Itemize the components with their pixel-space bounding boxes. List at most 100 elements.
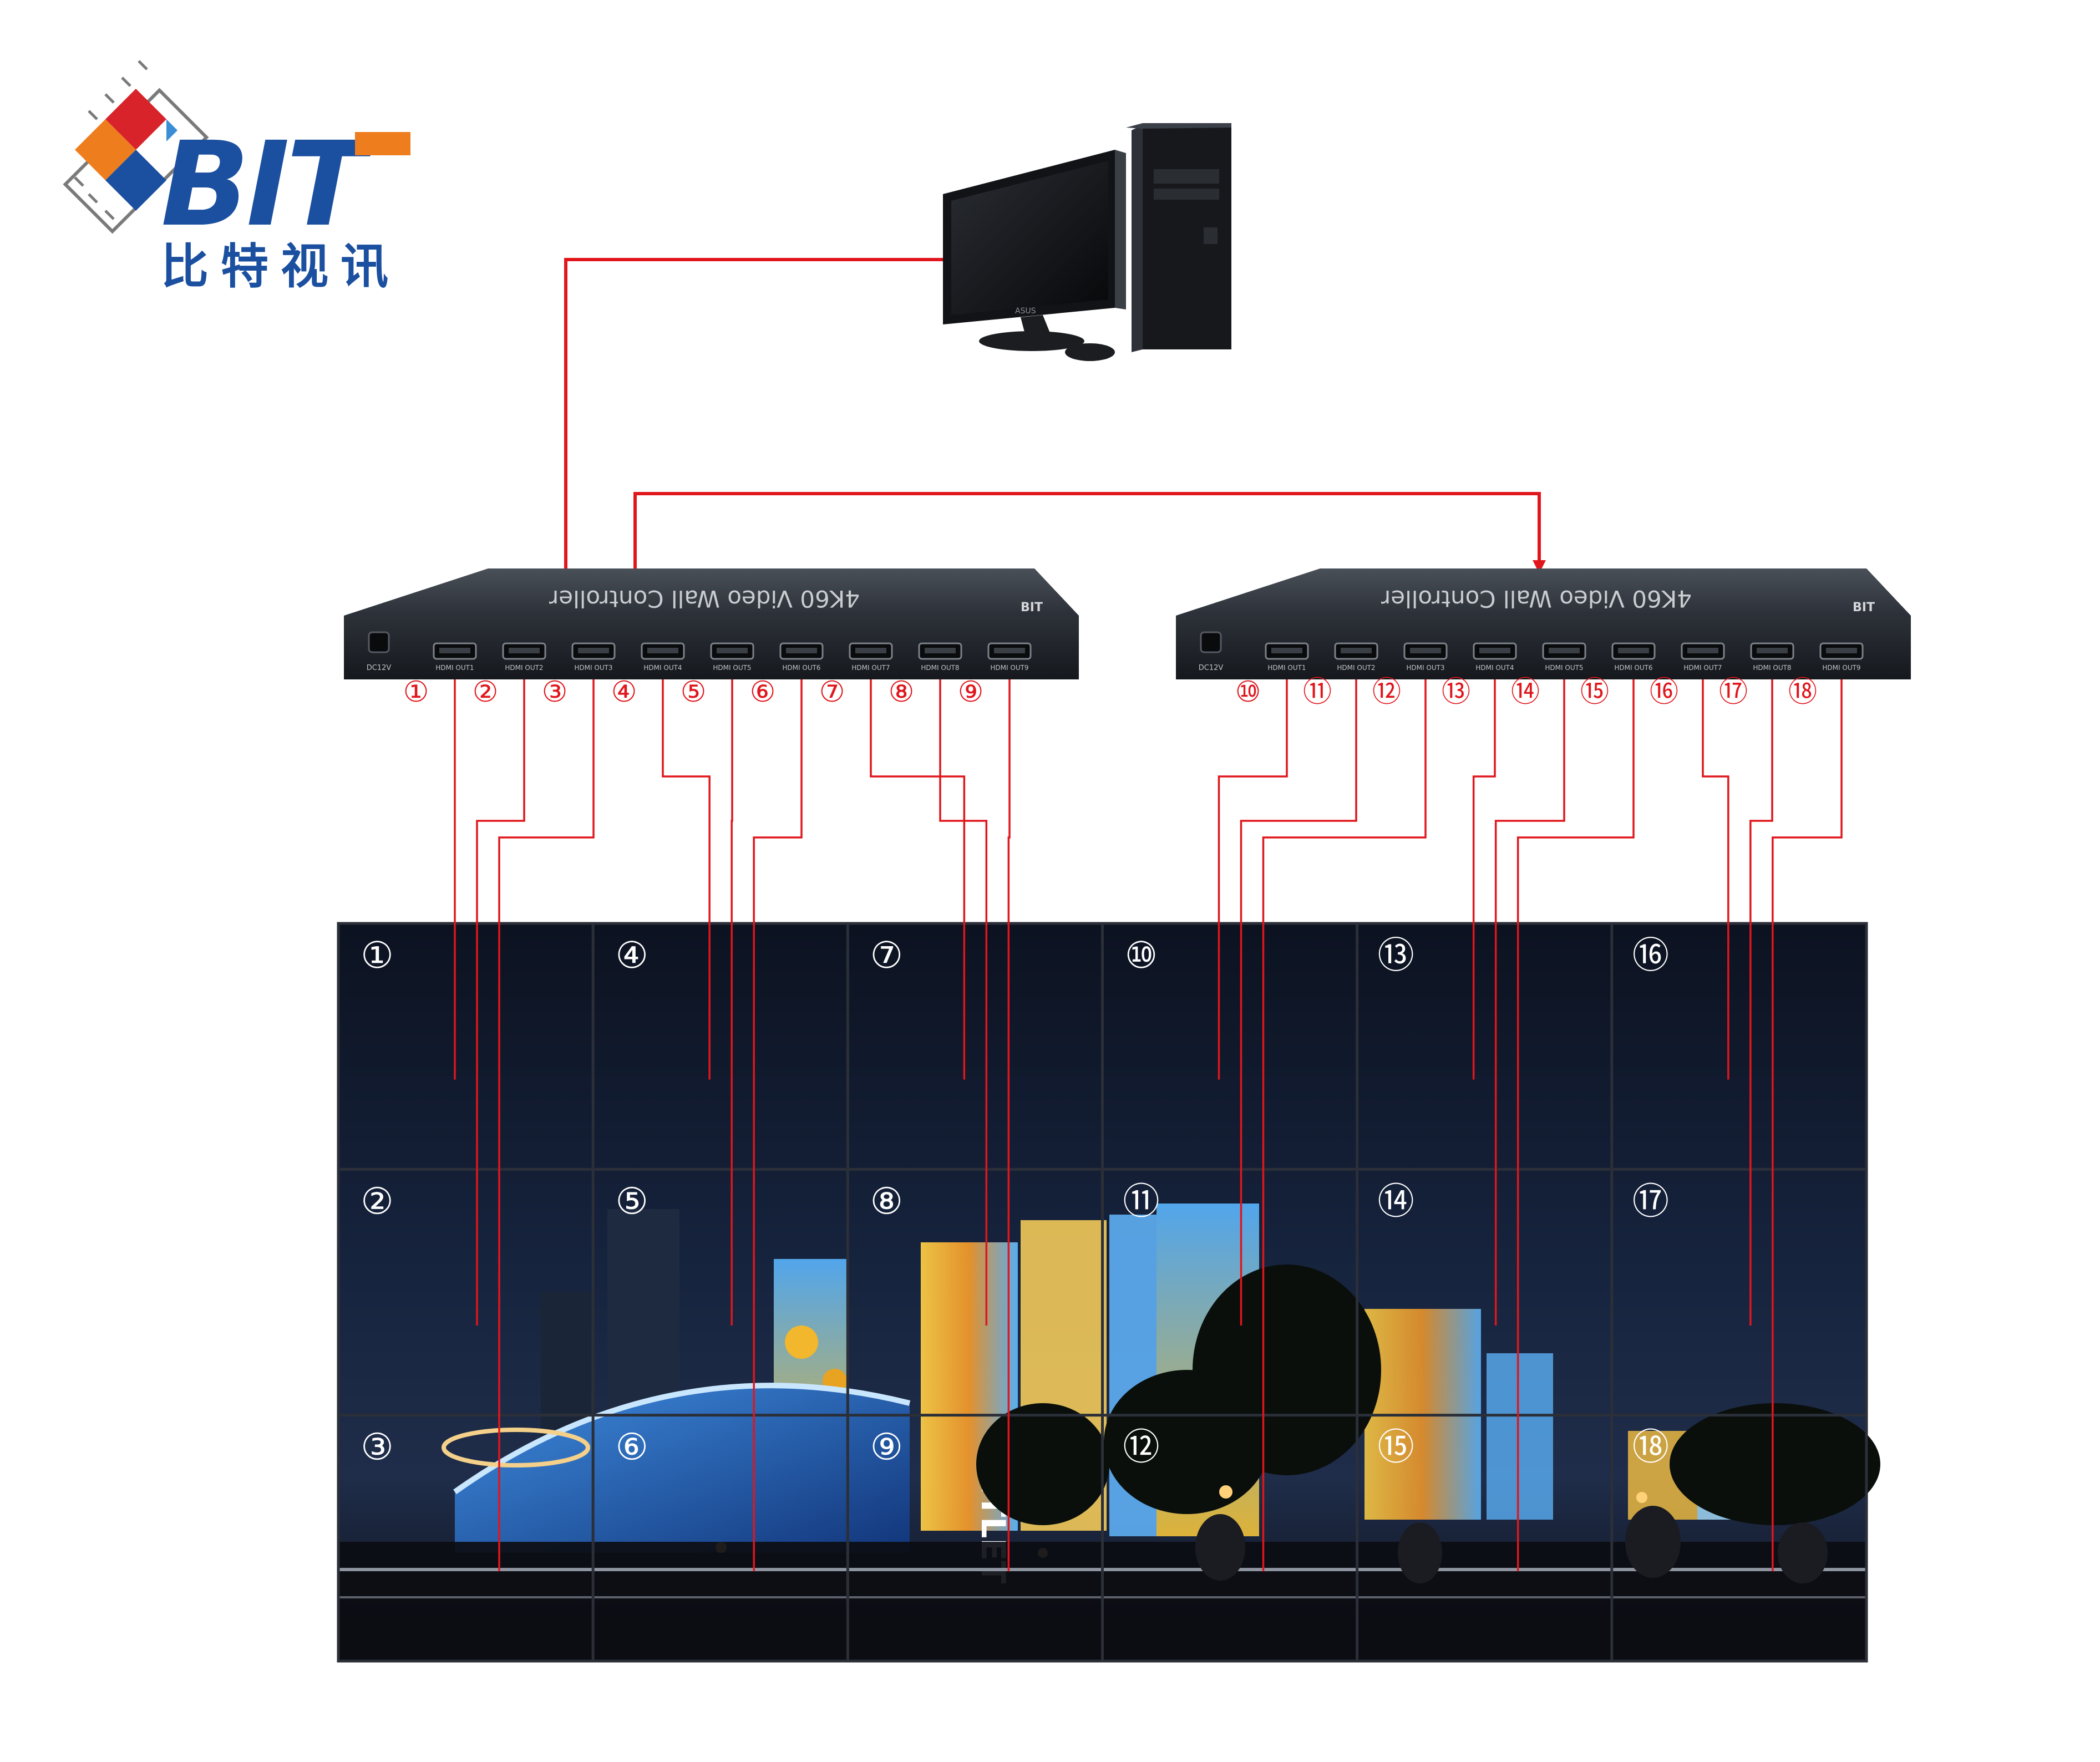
port-number-label: ①: [403, 676, 429, 709]
hdmi-port-7: HDMI OUT7 ⑦: [819, 642, 893, 709]
controller-2-model-text: 4K60 Video Wall Controller: [1381, 585, 1692, 612]
hdmi-port-4: HDMI OUT4 ④: [611, 642, 685, 709]
hdmi-port-17: HDMI OUT8 ⑰: [1719, 642, 1794, 709]
port-number-label: ⑦: [819, 676, 845, 709]
hdmi-cable: [1702, 679, 1729, 1080]
monitor-brand-label: ASUS: [1015, 307, 1036, 316]
cascade-arrow-icon: [1533, 560, 1546, 573]
port-number-label: ⑨: [958, 676, 984, 709]
hdmi-port-18: HDMI OUT9 ⑱: [1788, 642, 1864, 709]
screen-number-label: ⑥: [616, 1426, 648, 1469]
screen-number-label: ⑮: [1378, 1426, 1414, 1469]
hdmi-port-label: HDMI OUT7: [1683, 664, 1722, 672]
hdmi-port-label: HDMI OUT4: [1475, 664, 1514, 672]
input-cable: [564, 258, 943, 568]
hdmi-port-16: HDMI OUT7 ⑯: [1650, 642, 1725, 709]
hdmi-cable: [1218, 679, 1288, 1080]
screen-number-label: ⑬: [1378, 934, 1414, 977]
hdmi-port-5: HDMI OUT5 ⑤: [681, 642, 754, 709]
screen-number-label: ⑫: [1123, 1426, 1160, 1469]
hdmi-port-label: HDMI OUT9: [1822, 664, 1860, 672]
hdmi-port-label: HDMI OUT8: [921, 664, 959, 672]
hdmi-cable: [939, 679, 988, 1326]
hdmi-port-8: HDMI OUT8 ⑧: [889, 642, 962, 709]
screen-number-label: ⑰: [1632, 1180, 1669, 1222]
controller-2-brand-text: BIT: [1853, 601, 1875, 615]
hdmi-port-13: HDMI OUT4 ⑬: [1442, 642, 1517, 709]
hdmi-port-15: HDMI OUT6 ⑮: [1580, 642, 1656, 709]
port-number-label: ⑬: [1442, 676, 1470, 709]
logo-wordmark: BIT: [161, 116, 374, 252]
port-number-label: ⑪: [1303, 676, 1332, 709]
hdmi-port-label: HDMI OUT5: [713, 664, 751, 672]
hdmi-port-14: HDMI OUT5 ⑭: [1511, 642, 1586, 709]
brand-logo: BIT 比特视讯: [63, 60, 410, 294]
hdmi-cable: [1772, 679, 1843, 1572]
hdmi-cable: [1007, 679, 1011, 1572]
controller-1-power-label: DC12V: [367, 664, 392, 672]
hdmi-port-label: HDMI OUT6: [782, 664, 820, 672]
hdmi-port-12: HDMI OUT3 ⑫: [1372, 642, 1448, 709]
hdmi-port-label: HDMI OUT5: [1545, 664, 1583, 672]
video-wall-controller-2: 4K60 Video Wall Controller BIT DC12V HDM…: [1176, 568, 1911, 709]
port-number-label: ⑧: [889, 676, 915, 709]
screen-number-label: ①: [361, 934, 393, 977]
screen-number-label: ⑭: [1378, 1180, 1414, 1222]
screen-number-label: ④: [616, 934, 648, 977]
controller-2-power-label: DC12V: [1199, 664, 1224, 672]
hdmi-port-10: HDMI OUT1 ⑩: [1235, 642, 1309, 709]
hdmi-port-label: HDMI OUT4: [643, 664, 682, 672]
port-number-label: ⑥: [750, 676, 776, 709]
hdmi-cable: [662, 679, 711, 1080]
hdmi-port-label: HDMI OUT8: [1753, 664, 1791, 672]
screen-number-label: ⑯: [1632, 934, 1669, 977]
logo-subtitle: 比特视讯: [161, 238, 400, 294]
hdmi-port-label: HDMI OUT2: [505, 664, 543, 672]
screen-number-label: ③: [361, 1426, 393, 1469]
hdmi-cable: [1516, 679, 1635, 1572]
hdmi-port-label: HDMI OUT6: [1614, 664, 1652, 672]
screen-number-label: ⑱: [1632, 1426, 1669, 1469]
port-number-label: ③: [542, 676, 568, 709]
controller-1-model-text: 4K60 Video Wall Controller: [549, 585, 860, 612]
port-number-label: ⑤: [681, 676, 707, 709]
hdmi-cable: [1749, 679, 1773, 1326]
cascade-cable: [633, 492, 1541, 568]
port-number-label: ⑱: [1788, 676, 1817, 709]
screen-number-label: ⑪: [1123, 1180, 1160, 1222]
hdmi-cable: [1240, 679, 1357, 1326]
port-number-label: ⑫: [1372, 676, 1401, 709]
port-number-label: ⑰: [1719, 676, 1748, 709]
output-cables: [454, 679, 1843, 1572]
hdmi-port-label: HDMI OUT7: [851, 664, 890, 672]
port-number-label: ⑩: [1235, 676, 1261, 709]
hdmi-cable: [476, 679, 525, 1326]
hdmi-port-2: HDMI OUT2 ②: [473, 642, 546, 709]
hdmi-cable: [1472, 679, 1496, 1080]
hdmi-port-label: HDMI OUT1: [435, 664, 474, 672]
port-number-label: ④: [611, 676, 637, 709]
port-number-label: ⑭: [1511, 676, 1540, 709]
video-wall-controller-1: 4K60 Video Wall Controller BIT DC12V HDM…: [344, 568, 1079, 709]
hdmi-port-label: HDMI OUT3: [574, 664, 612, 672]
hdmi-cable: [1494, 679, 1565, 1326]
port-number-label: ⑯: [1650, 676, 1678, 709]
desktop-computer-icon: ASUS: [943, 123, 1231, 361]
screen-number-label: ⑨: [870, 1426, 903, 1469]
port-number-label: ⑮: [1580, 676, 1609, 709]
screen-number-label: ⑩: [1125, 934, 1158, 977]
hdmi-cable: [870, 679, 966, 1080]
hdmi-port-1: HDMI OUT1 ①: [403, 642, 477, 709]
hdmi-port-3: HDMI OUT3 ③: [542, 642, 616, 709]
port-number-label: ②: [473, 676, 499, 709]
video-wall: CNTLET: [337, 922, 1880, 1663]
screen-number-label: ②: [361, 1180, 393, 1222]
controller-1-brand-text: BIT: [1021, 601, 1043, 615]
hdmi-port-label: HDMI OUT1: [1267, 664, 1306, 672]
screen-number-label: ⑦: [870, 934, 903, 977]
hdmi-port-label: HDMI OUT3: [1406, 664, 1444, 672]
hdmi-port-6: HDMI OUT6 ⑥: [750, 642, 824, 709]
